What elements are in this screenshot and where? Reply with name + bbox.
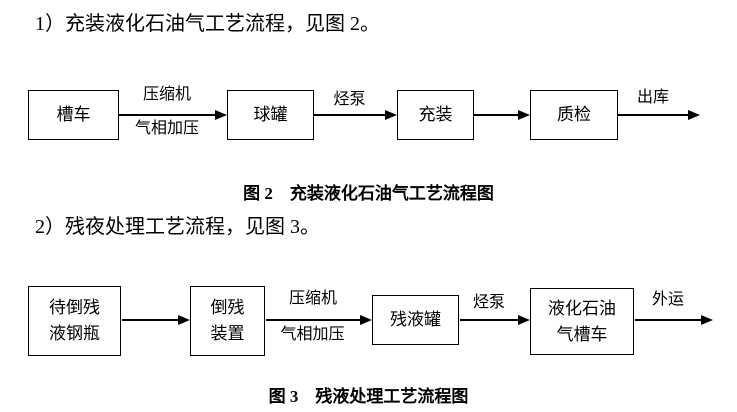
fig3-edge3-label-top: 烃泵 <box>472 294 505 311</box>
fig3-node-residual-cylinders: 待倒残 液钢瓶 <box>28 286 121 356</box>
fig3-edge1-line <box>122 319 178 321</box>
fig3-node-residual-tank: 残液罐 <box>372 295 459 345</box>
fig3-edge4-label-top: 外运 <box>651 291 684 308</box>
fig3-node-lpg-tank-truck: 液化石油 气槽车 <box>530 288 634 355</box>
fig3-edge1-arrowhead-icon <box>178 315 190 325</box>
fig2-edge3-line <box>474 114 518 116</box>
fig3-edge2-label-bottom: 气相加压 <box>280 326 345 343</box>
figure-2-caption: 图 2 充装液化石油气工艺流程图 <box>243 184 494 203</box>
fig2-edge2-label-top: 烃泵 <box>333 91 366 108</box>
fig2-node-spherical-tank: 球罐 <box>227 90 314 140</box>
fig2-edge4-line <box>618 114 688 116</box>
fig3-edge3-arrowhead-icon <box>518 315 530 325</box>
fig2-edge1-arrowhead-icon <box>215 110 227 120</box>
fig2-edge2-line <box>314 114 385 116</box>
fig2-edge3-arrowhead-icon <box>518 110 530 120</box>
fig3-node-dumping-device: 倒残 装置 <box>190 286 265 356</box>
fig2-edge1-line <box>119 114 215 116</box>
figure-3-caption: 图 3 残液处理工艺流程图 <box>268 387 469 406</box>
fig3-edge3-line <box>460 319 518 321</box>
fig2-edge4-arrowhead-icon <box>688 110 700 120</box>
fig2-edge2-arrowhead-icon <box>385 110 397 120</box>
fig2-node-filling: 充装 <box>397 90 474 140</box>
fig2-node-quality-check: 质检 <box>530 90 618 140</box>
paragraph-1: 1）充装液化石油气工艺流程，见图 2。 <box>35 13 380 35</box>
fig3-edge2-label-top: 压缩机 <box>288 290 337 307</box>
fig3-edge4-arrowhead-icon <box>701 315 713 325</box>
fig3-edge2-arrowhead-icon <box>360 315 372 325</box>
fig2-node-tank-truck: 槽车 <box>28 90 119 140</box>
paragraph-2: 2）残夜处理工艺流程，见图 3。 <box>35 216 320 238</box>
fig3-edge2-line <box>266 319 360 321</box>
fig2-edge1-label-top: 压缩机 <box>142 86 191 103</box>
fig3-edge4-line <box>635 319 701 321</box>
fig2-edge1-label-bottom: 气相加压 <box>134 120 199 137</box>
fig2-edge4-label-top: 出库 <box>636 89 669 106</box>
